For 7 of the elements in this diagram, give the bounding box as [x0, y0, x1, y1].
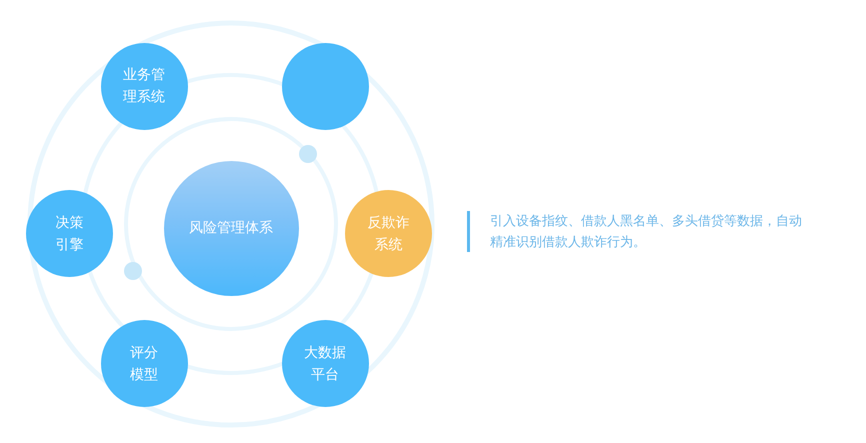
- node-label: 评分模型: [129, 344, 159, 384]
- node-label: 大数据平台: [303, 344, 347, 384]
- node-label: 反欺诈系统: [366, 214, 410, 254]
- node-label: 决策引擎: [54, 214, 84, 254]
- node-label: 业务管理系统: [122, 66, 166, 107]
- description-text: 引入设备指纹、借款人黑名单、多头借贷等数据，自动精准识别借款人欺诈行为。: [490, 213, 803, 252]
- node-label: 风险管理体系: [188, 219, 274, 238]
